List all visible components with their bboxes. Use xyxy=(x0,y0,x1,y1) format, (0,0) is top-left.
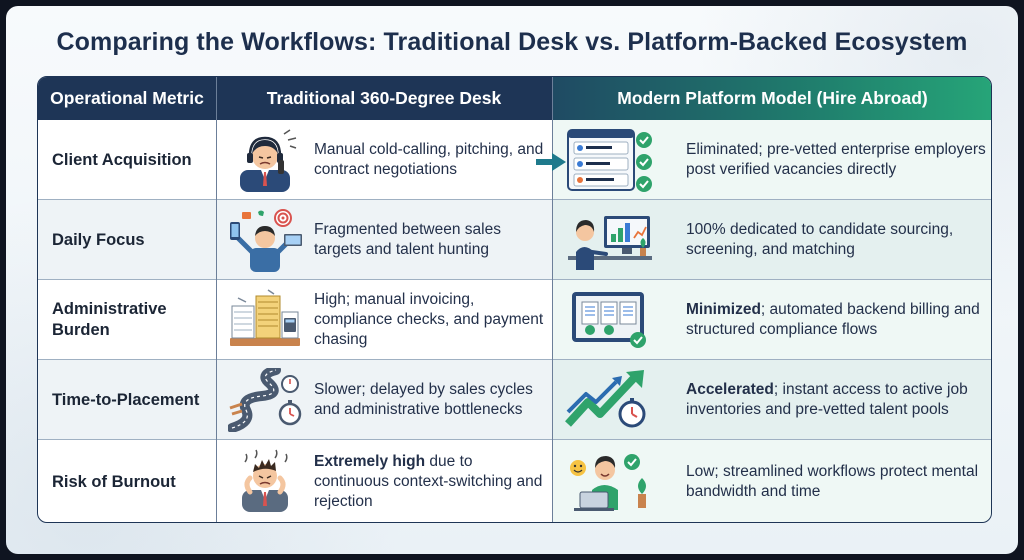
traditional-description: Fragmented between sales targets and tal… xyxy=(314,221,501,258)
modern-emphasis: Accelerated xyxy=(686,381,774,398)
table-row: Administrative Burden High; manual invoi… xyxy=(38,280,991,360)
stressed-phone-caller-icon xyxy=(240,129,297,192)
arrow-right-icon xyxy=(536,153,566,171)
winding-road-stopwatch-icon xyxy=(228,368,302,432)
traditional-rest: due to continuous context-switching and … xyxy=(314,453,543,510)
paperwork-piles-icon xyxy=(230,289,300,346)
traditional-description: Manual cold-calling, pitching, and contr… xyxy=(314,141,544,178)
header-modern-platform: Modern Platform Model (Hire Abroad) xyxy=(552,77,991,120)
modern-rest: ; automated backend billing and structur… xyxy=(686,301,980,338)
comparison-table: Operational Metric Traditional 360-Degre… xyxy=(37,76,992,523)
metric-label: Risk of Burnout xyxy=(52,472,176,491)
infographic-frame: Comparing the Workflows: Traditional Des… xyxy=(6,6,1018,554)
page-title: Comparing the Workflows: Traditional Des… xyxy=(56,28,968,56)
table-row: Client Acquisition Manual cold-calling, … xyxy=(38,120,991,200)
modern-emphasis: Minimized xyxy=(686,301,761,318)
rising-arrow-stopwatch-icon xyxy=(565,370,646,428)
multitasking-juggler-icon xyxy=(230,209,302,272)
focused-recruiter-desk-icon xyxy=(568,216,652,270)
automated-documents-icon xyxy=(572,292,646,348)
header-operational-metric: Operational Metric xyxy=(38,77,216,120)
modern-description: Minimized; automated backend billing and… xyxy=(686,280,986,360)
modern-description: Low; streamlined workflows protect menta… xyxy=(686,463,979,500)
table-row: Time-to-Placement Slower; delayed by sal… xyxy=(38,360,991,440)
traditional-emphasis: Extremely high xyxy=(314,453,426,470)
metric-label: Administrative Burden xyxy=(52,300,167,339)
header-traditional-desk: Traditional 360-Degree Desk xyxy=(216,77,552,120)
happy-worker-icon xyxy=(570,454,646,511)
traditional-description: Extremely high due to continuous context… xyxy=(314,440,550,522)
modern-description: Accelerated; instant access to active jo… xyxy=(686,360,986,440)
table-row: Daily Focus Fragmented between sales tar… xyxy=(38,200,991,280)
modern-description: 100% dedicated to candidate sourcing, sc… xyxy=(686,221,954,258)
traditional-description: High; manual invoicing, compliance check… xyxy=(314,291,544,348)
modern-rest: ; instant access to active job inventori… xyxy=(686,381,968,418)
metric-label: Daily Focus xyxy=(52,230,145,249)
metric-label: Client Acquisition xyxy=(52,150,192,169)
modern-description: Eliminated; pre-vetted enterprise employ… xyxy=(686,141,986,178)
verified-vacancy-list-icon xyxy=(567,129,652,192)
table-row: Risk of Burnout Extremely high due to co… xyxy=(38,440,991,522)
burnout-person-icon xyxy=(242,449,288,512)
metric-label: Time-to-Placement xyxy=(52,390,200,409)
traditional-description: Slower; delayed by sales cycles and admi… xyxy=(314,381,533,418)
